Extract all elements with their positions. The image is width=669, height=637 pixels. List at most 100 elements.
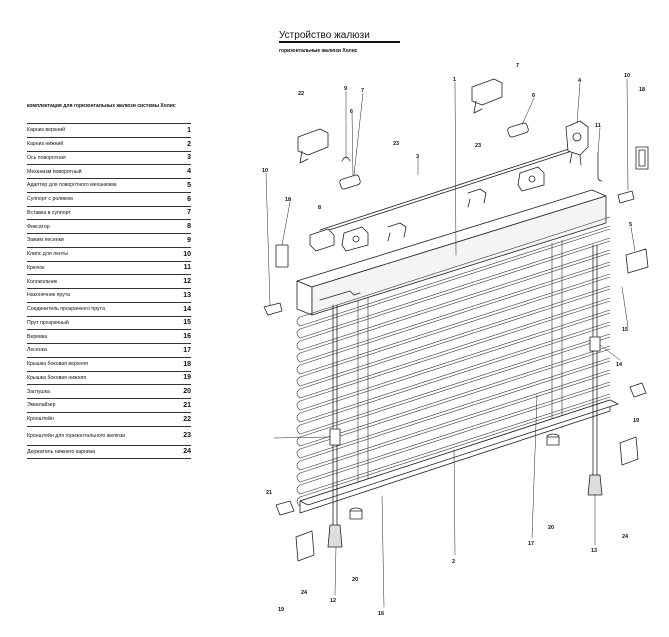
callout-24b: 24 [622, 534, 629, 540]
callout-7: 7 [361, 88, 364, 94]
parts-list-row: Крючок 11 [27, 262, 191, 276]
parts-list-row: Лесенка 17 [27, 344, 191, 358]
callout-21: 21 [266, 490, 272, 496]
slat [296, 264, 611, 375]
part-number: 18 [183, 360, 191, 368]
callout-13: 13 [591, 548, 597, 554]
callout-5: 5 [629, 222, 632, 228]
part-number: 14 [183, 305, 191, 313]
callouts: 1 2 3 4 5 6 6 7 7 8 9 10 10 11 12 13 14 … [262, 63, 645, 617]
callout-7b: 7 [516, 63, 519, 69]
part-name: Веревка [27, 333, 48, 340]
part-number: 4 [187, 168, 191, 176]
callout-4: 4 [578, 78, 582, 84]
part-number: 9 [187, 236, 191, 244]
part-number: 22 [183, 415, 191, 423]
callout-10b: 10 [624, 73, 630, 79]
part-name: Кронштейн [27, 416, 54, 423]
part-number: 13 [183, 291, 191, 299]
part-number: 17 [183, 346, 191, 354]
part-name: Карниз нижний [27, 141, 64, 148]
part-name: Вставка в суппорт [27, 209, 71, 216]
slat [296, 360, 611, 471]
callout-20b: 20 [548, 525, 554, 531]
slat [296, 216, 611, 327]
part-number: 11 [183, 264, 191, 272]
callout-23: 23 [393, 141, 399, 147]
part-number: 8 [187, 223, 191, 231]
blind-assembly-diagram: 1 2 3 4 5 6 6 7 7 8 9 10 10 11 12 13 14 … [262, 63, 649, 617]
part-number: 19 [183, 374, 191, 382]
ribbon-clip-icon [263, 190, 635, 316]
parts-list-heading: комплектация для горизонтальных жалюзи с… [27, 103, 176, 109]
slat [296, 228, 611, 339]
part-name: Крышка боковая нижняя [27, 374, 87, 381]
part-name: Кронштейн для горизонтального желюзи [27, 432, 126, 439]
part-name: Карниз верхний [27, 127, 66, 134]
part-number: 24 [183, 448, 191, 456]
slat [296, 324, 611, 435]
callout-23b: 23 [475, 143, 481, 149]
parts-list-row: Адаптер для поворотного механизма 5 [27, 179, 191, 193]
callout-18b: 18 [639, 87, 645, 93]
stopper-icon [309, 228, 335, 252]
part-name: Крючок [27, 264, 45, 271]
part-number: 23 [183, 432, 191, 439]
parts-list-row: Наконечник прута 13 [27, 289, 191, 303]
parts-list-row: Вставка в суппорт 7 [27, 207, 191, 221]
callout-15: 15 [622, 327, 628, 333]
roller-support-icon [341, 166, 545, 252]
tilt-adapter-icon [625, 248, 649, 274]
part-name: Заглушка [27, 388, 50, 395]
page-subtitle: горизонтальные жалюзи Холис [279, 48, 358, 54]
callout-8: 8 [318, 205, 321, 211]
part-number: 3 [187, 154, 191, 162]
slat [296, 276, 611, 387]
callout-17: 17 [528, 541, 534, 547]
part-name: Механизм поворотный [27, 168, 82, 175]
slat [296, 312, 611, 423]
part-name: Фиксатор [27, 223, 50, 230]
wand-tip-icon [587, 474, 603, 496]
callout-1: 1 [453, 77, 456, 83]
part-name: Суппорт с роликом [27, 196, 73, 203]
part-name: Лесенка [27, 347, 47, 354]
part-number: 1 [187, 126, 191, 134]
title-underline [279, 41, 400, 43]
bottom-rail [299, 399, 619, 514]
part-name: Прут прозрачный [27, 319, 69, 326]
parts-list-row: Фиксатор 8 [27, 220, 191, 234]
hook-icon [597, 152, 603, 182]
clear-wand [587, 244, 603, 496]
callout-16: 16 [378, 611, 384, 617]
part-number: 7 [187, 209, 191, 217]
part-number: 21 [183, 401, 191, 409]
part-number: 5 [187, 181, 191, 189]
bottom-side-cap-icon [275, 382, 647, 516]
callout-9: 9 [344, 86, 347, 92]
parts-list-row: Кронштейн 22 [27, 413, 191, 427]
callout-11: 11 [595, 123, 601, 129]
horizontal-bracket-icon [387, 188, 487, 242]
pull-cord [327, 304, 343, 548]
end-cap-icon [349, 433, 560, 520]
part-name: Адаптер для поворотного механизма [27, 182, 117, 189]
top-rail [296, 189, 607, 316]
callout-19b: 19 [633, 418, 639, 424]
part-number: 10 [183, 250, 191, 258]
part-name: Наконечник прута [27, 292, 71, 299]
callout-22: 22 [298, 91, 304, 97]
callout-20: 20 [352, 577, 358, 583]
slat [296, 288, 611, 399]
callout-19: 19 [278, 607, 284, 613]
bottom-rail-holder-icon [295, 436, 639, 562]
